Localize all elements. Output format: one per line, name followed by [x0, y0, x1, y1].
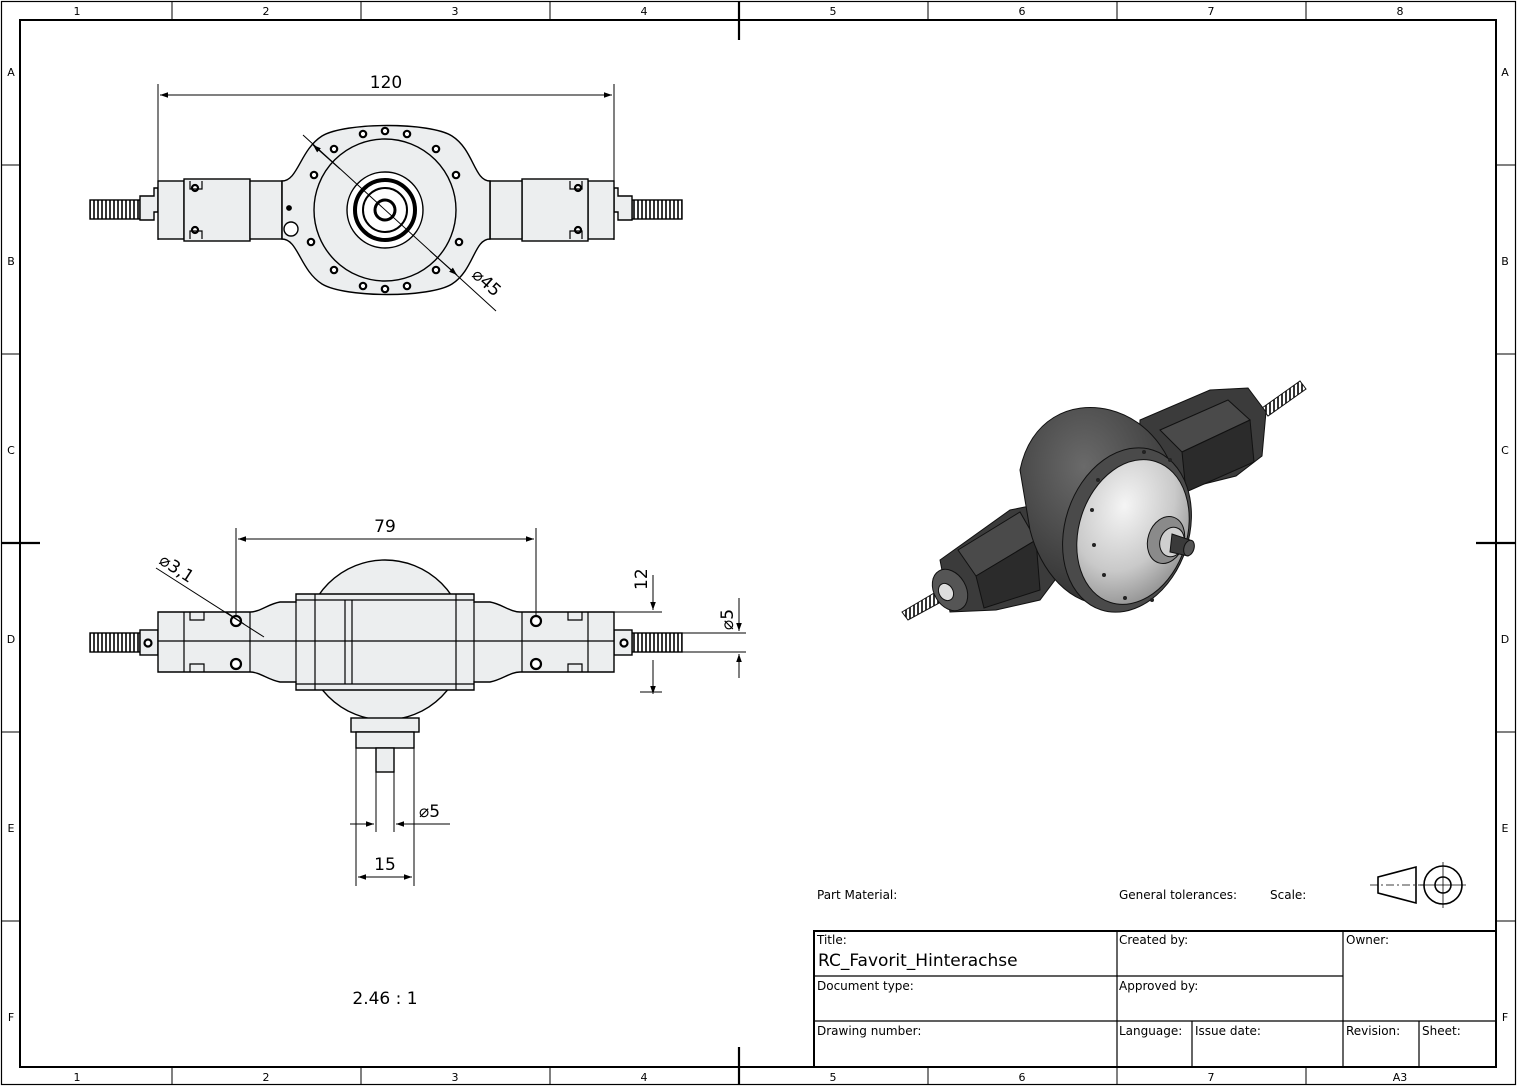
title-block: [813, 930, 1497, 1068]
zone-col-5-bottom: 5: [830, 1071, 837, 1084]
zone-col-6-bottom: 6: [1019, 1071, 1026, 1084]
top-view: [89, 124, 683, 296]
zone-col-5-top: 5: [830, 5, 837, 18]
zone-row-d-right: D: [1501, 633, 1509, 646]
front-view: [89, 559, 683, 773]
dim-top-diameter: ⌀45: [468, 265, 505, 301]
zone-col-7-top: 7: [1208, 5, 1215, 18]
zone-col-4-top: 4: [641, 5, 648, 18]
dim-front-width: 79: [374, 517, 396, 537]
zone-col-3-bottom: 3: [452, 1071, 459, 1084]
drawing-number-label: Drawing number:: [817, 1024, 921, 1038]
isometric-render: [901, 380, 1307, 621]
dim-front-shaft-bottom: ⌀5: [419, 802, 440, 822]
dim-top-width: 120: [370, 73, 402, 93]
sheet-label: Sheet:: [1422, 1024, 1461, 1038]
part-material-label: Part Material:: [817, 888, 897, 902]
dim-front-flange: 15: [374, 855, 396, 875]
zone-col-8-top: 8: [1397, 5, 1404, 18]
zone-row-f-right: F: [1502, 1011, 1508, 1024]
zone-col-2-top: 2: [263, 5, 270, 18]
zone-col-7-bottom: 7: [1208, 1071, 1215, 1084]
title-label: Title:: [816, 933, 847, 947]
zone-col-3-top: 3: [452, 5, 459, 18]
zone-row-d-left: D: [7, 633, 15, 646]
dim-front-offset: 12: [632, 568, 652, 590]
document-type-label: Document type:: [817, 979, 914, 993]
zone-labels: 1 2 3 4 5 6 7 8 1 2 3 4 5 6 7 A3 A B C D…: [7, 5, 1509, 1084]
revision-label: Revision:: [1346, 1024, 1400, 1038]
title-value: RC_Favorit_Hinterachse: [818, 951, 1018, 971]
zone-col-1-bottom: 1: [74, 1071, 81, 1084]
zone-col-4-bottom: 4: [641, 1071, 648, 1084]
scale-label: Scale:: [1270, 888, 1306, 902]
issue-date-label: Issue date:: [1195, 1024, 1261, 1038]
view-scale: 2.46 : 1: [352, 989, 417, 1009]
zone-row-a-right: A: [1501, 66, 1509, 79]
front-view-dimensions: [155, 528, 746, 886]
zone-row-c-right: C: [1501, 444, 1509, 457]
sheet-size-label: A3: [1393, 1071, 1408, 1084]
zone-col-1-top: 1: [74, 5, 81, 18]
top-view-dimensions: [157, 84, 615, 312]
zone-row-a-left: A: [7, 66, 15, 79]
projection-symbol: [1370, 862, 1466, 908]
approved-by-label: Approved by:: [1119, 979, 1198, 993]
zone-col-6-top: 6: [1019, 5, 1026, 18]
zone-col-2-bottom: 2: [263, 1071, 270, 1084]
zone-row-e-left: E: [8, 822, 15, 835]
zone-row-b-left: B: [7, 255, 15, 268]
zone-row-f-left: F: [8, 1011, 14, 1024]
zone-row-e-right: E: [1502, 822, 1509, 835]
dim-front-shaft-right: ⌀5: [718, 609, 738, 630]
owner-label: Owner:: [1346, 933, 1389, 947]
language-label: Language:: [1119, 1024, 1182, 1038]
created-by-label: Created by:: [1119, 933, 1188, 947]
general-tolerances-label: General tolerances:: [1119, 888, 1237, 902]
dim-front-hole: ⌀3,1: [155, 550, 197, 587]
zone-row-b-right: B: [1501, 255, 1509, 268]
zone-row-c-left: C: [7, 444, 15, 457]
